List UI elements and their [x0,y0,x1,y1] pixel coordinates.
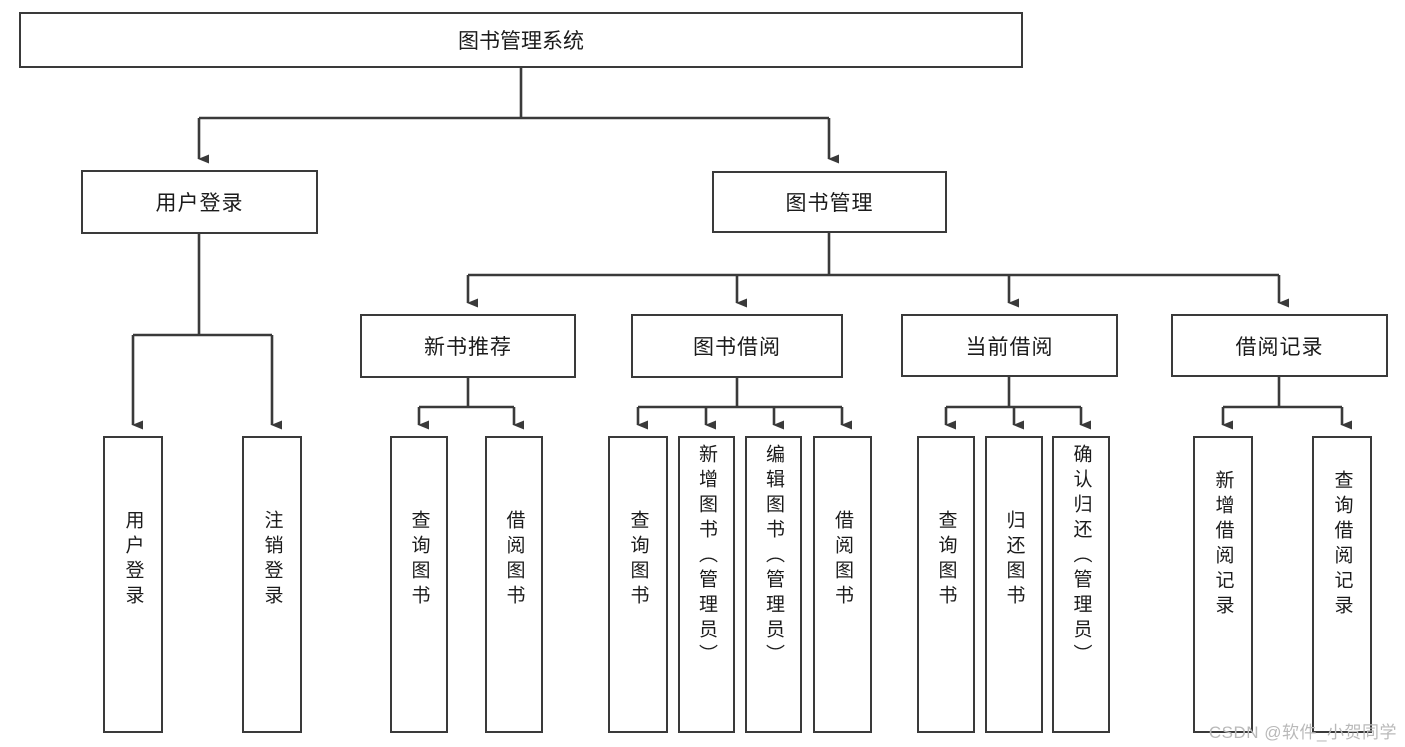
node-leaf-add-record-label: 新增借阅记录 [1212,470,1234,620]
node-leaf-edit-book[interactable]: 编辑图书（管理员） [745,436,802,733]
node-current-borrow-label: 当前借阅 [965,335,1054,359]
node-user-login-label: 用户登录 [155,192,244,215]
node-current-borrow[interactable]: 当前借阅 [901,314,1118,377]
node-leaf-return-book[interactable]: 归还图书 [985,436,1043,733]
watermark: CSDN @软件_小贺同学 [1208,723,1397,742]
node-borrow-record-label: 借阅记录 [1235,335,1324,359]
node-leaf-confirm-return[interactable]: 确认归还（管理员） [1052,436,1110,733]
node-leaf-query-book-3-label: 查询图书 [935,510,957,610]
node-leaf-add-record[interactable]: 新增借阅记录 [1193,436,1253,733]
node-leaf-query-book-2[interactable]: 查询图书 [608,436,668,733]
node-leaf-add-book[interactable]: 新增图书（管理员） [678,436,735,733]
node-root-label: 图书管理系统 [458,30,584,53]
node-leaf-borrow-book-2[interactable]: 借阅图书 [813,436,872,733]
node-borrow-record[interactable]: 借阅记录 [1171,314,1388,377]
node-leaf-query-record-label: 查询借阅记录 [1331,470,1353,620]
node-leaf-edit-book-label: 编辑图书（管理员） [763,444,784,669]
node-leaf-confirm-return-label: 确认归还（管理员） [1070,444,1092,669]
node-leaf-query-record[interactable]: 查询借阅记录 [1312,436,1372,733]
node-book-management-label: 图书管理 [785,192,874,215]
node-book-management[interactable]: 图书管理 [712,171,947,233]
node-leaf-user-login[interactable]: 用户登录 [103,436,163,733]
node-leaf-query-book-3[interactable]: 查询图书 [917,436,975,733]
node-leaf-return-book-label: 归还图书 [1003,510,1025,610]
node-book-borrow[interactable]: 图书借阅 [631,314,843,378]
node-root[interactable]: 图书管理系统 [19,12,1023,68]
node-leaf-borrow-book-1[interactable]: 借阅图书 [485,436,543,733]
node-leaf-query-book-2-label: 查询图书 [627,510,649,610]
node-user-login[interactable]: 用户登录 [81,170,318,234]
node-leaf-borrow-book-2-label: 借阅图书 [832,510,853,610]
node-leaf-borrow-book-1-label: 借阅图书 [503,510,525,610]
node-leaf-add-book-label: 新增图书（管理员） [696,444,717,669]
node-new-book-recommend-label: 新书推荐 [424,336,512,359]
node-leaf-logout-label: 注销登录 [261,510,283,610]
node-leaf-logout[interactable]: 注销登录 [242,436,302,733]
node-leaf-query-book-1-label: 查询图书 [408,510,430,610]
node-leaf-user-login-label: 用户登录 [122,510,144,610]
node-new-book-recommend[interactable]: 新书推荐 [360,314,576,378]
node-leaf-query-book-1[interactable]: 查询图书 [390,436,448,733]
node-book-borrow-label: 图书借阅 [693,336,781,359]
